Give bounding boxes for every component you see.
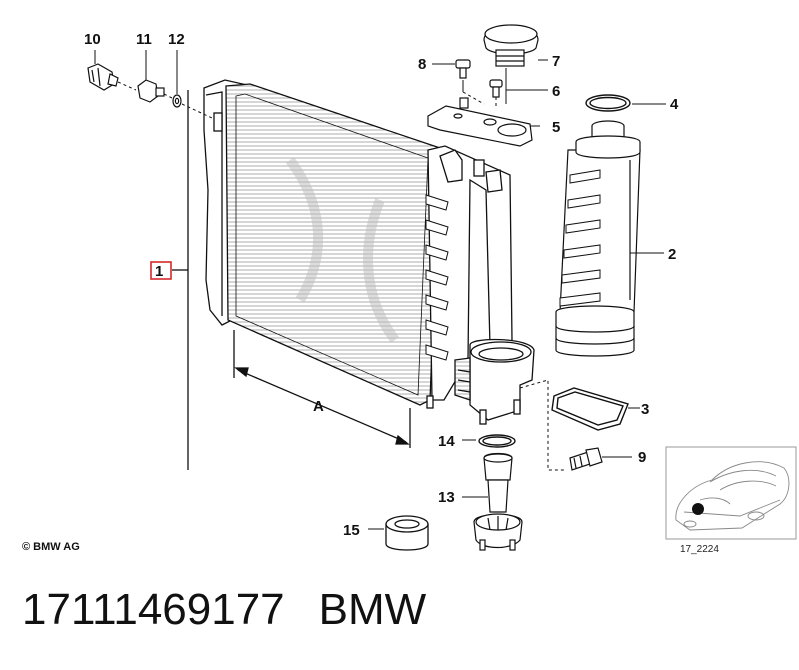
part-11-nut — [137, 79, 165, 103]
part-9-drain-screw — [569, 447, 603, 471]
callout-2: 2 — [668, 246, 676, 263]
callout-15: 15 — [343, 522, 360, 539]
part-7-cap — [483, 24, 539, 67]
callout-7: 7 — [552, 53, 560, 70]
part-8-screw — [455, 59, 471, 79]
callout-12: 12 — [168, 31, 185, 48]
callout-10: 10 — [84, 31, 101, 48]
part-12-washer — [172, 94, 182, 108]
callout-labels: 1 2 3 4 5 6 7 8 9 10 11 12 13 14 15 A — [84, 31, 679, 539]
callout-6: 6 — [552, 83, 560, 100]
car-outline — [675, 461, 790, 531]
callout-3: 3 — [641, 401, 649, 418]
part-5-bracket — [427, 97, 533, 147]
part-4-oring — [585, 94, 631, 112]
callout-4: 4 — [670, 96, 679, 113]
upper-leaders — [432, 59, 666, 127]
part1-leader — [172, 90, 189, 470]
radiator — [203, 79, 535, 425]
dimension-a — [233, 330, 411, 448]
part-14-oring — [462, 434, 516, 448]
brand-name: BMW — [318, 585, 427, 634]
vehicle-thumbnail: 17_2224 — [665, 446, 797, 555]
location-marker — [692, 503, 704, 515]
callout-14: 14 — [438, 433, 455, 450]
thumbnail-code: 17_2224 — [680, 544, 719, 555]
part1-highlight-box — [150, 261, 172, 280]
callout-8: 8 — [418, 56, 426, 73]
callout-11: 11 — [136, 31, 152, 48]
part-6-screw — [489, 79, 503, 98]
footer-caption: 17111469177 BMW — [22, 585, 426, 635]
part-15-sleeve — [368, 515, 429, 551]
copyright-text: © BMW AG — [22, 541, 80, 553]
dimension-a-label: A — [313, 398, 324, 415]
part-10-fitting — [87, 63, 119, 91]
callout-5: 5 — [552, 119, 560, 136]
fitting-leaders — [94, 50, 213, 119]
part-13-drain-plug — [462, 452, 523, 551]
callout-1: 1 — [155, 263, 163, 280]
callout-9: 9 — [638, 449, 646, 466]
part9-leaders — [519, 379, 632, 471]
callout-13: 13 — [438, 489, 455, 506]
part-2-expansion-tank — [555, 120, 641, 357]
part-number: 17111469177 — [22, 585, 285, 634]
part-3-gasket — [551, 387, 640, 431]
